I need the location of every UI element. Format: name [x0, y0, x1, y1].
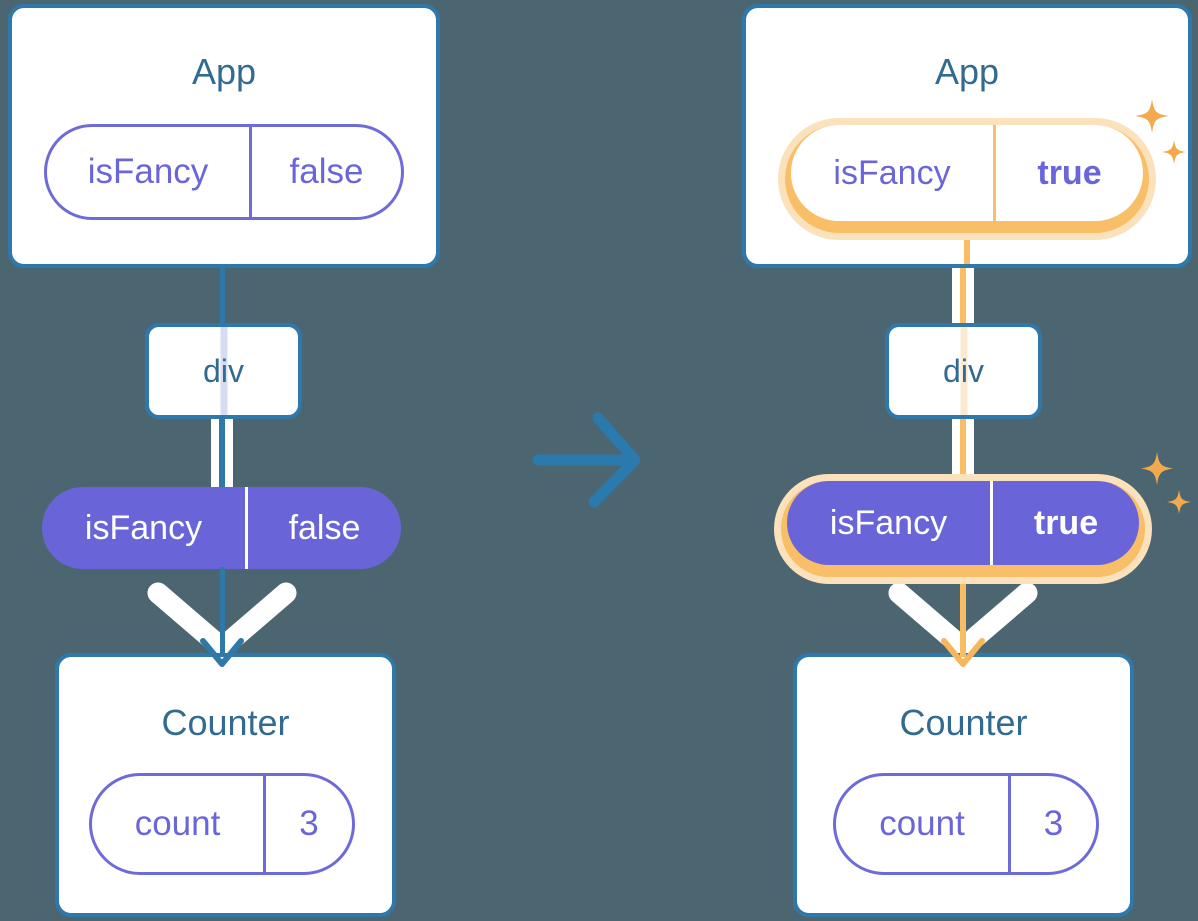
component-title: div	[943, 352, 984, 389]
prop-name: isFancy	[787, 481, 993, 565]
arrowhead-down-icon	[200, 638, 244, 667]
prop-name: isFancy	[791, 125, 996, 221]
track-rail	[966, 417, 974, 489]
prop-line	[964, 240, 970, 264]
arrowhead-down-icon	[941, 638, 985, 667]
prop-value: true	[1037, 153, 1102, 192]
passed-prop-pill: isFancy false	[42, 487, 401, 569]
prop-pass-through-line	[220, 327, 227, 415]
component-title: App	[934, 51, 1000, 92]
passed-prop-highlight-ring: isFancy true	[781, 481, 1145, 577]
prop-pill: isFancy true	[791, 125, 1143, 221]
track-core	[960, 266, 966, 326]
state-name: count	[836, 776, 1011, 872]
prop-value: true	[1033, 503, 1099, 542]
prop-pill-highlight-glow: isFancy true	[778, 118, 1156, 240]
counter-component-card: Counter count 3	[55, 653, 396, 917]
prop-pass-through-line	[960, 327, 967, 415]
track-core	[219, 417, 225, 489]
prop-arrow-line	[220, 567, 225, 657]
prop-value: false	[289, 152, 364, 191]
prop-name: isFancy	[42, 487, 248, 569]
prop-value: false	[288, 508, 361, 547]
prop-arrow-line	[960, 584, 966, 657]
prop-track	[952, 417, 974, 489]
state-value: 3	[299, 804, 319, 843]
state-value: 3	[1043, 804, 1064, 843]
state-pill: count 3	[89, 773, 355, 875]
state-pill: count 3	[833, 773, 1099, 875]
track-rail	[211, 417, 219, 489]
prop-track	[211, 417, 233, 489]
app-component-card: App isFancy false	[8, 4, 440, 268]
state-name: count	[92, 776, 266, 872]
arrow-right-icon	[532, 412, 641, 508]
passed-prop-highlight-glow: isFancy true	[774, 474, 1152, 584]
component-title: div	[203, 352, 244, 389]
component-title: App	[191, 51, 257, 92]
prop-name: isFancy	[47, 127, 252, 217]
passed-prop-pill: isFancy true	[787, 481, 1139, 565]
track-rail	[952, 417, 960, 489]
sparkle-icon	[1141, 452, 1191, 514]
prop-pill-highlight-ring: isFancy true	[785, 125, 1149, 233]
track-rail	[952, 266, 960, 326]
app-component-card: App isFancy true	[742, 4, 1192, 268]
sparkle-icon	[1135, 99, 1186, 164]
prop-pill: isFancy false	[44, 124, 404, 220]
prop-track	[952, 266, 974, 326]
track-rail	[966, 266, 974, 326]
track-core	[960, 417, 966, 489]
track-rail	[225, 417, 233, 489]
div-component-card: div	[145, 323, 302, 419]
connector-line	[220, 266, 225, 325]
component-title: Counter	[899, 702, 1028, 743]
counter-component-card: Counter count 3	[793, 653, 1134, 917]
div-component-card: div	[885, 323, 1042, 419]
component-title: Counter	[161, 702, 290, 743]
